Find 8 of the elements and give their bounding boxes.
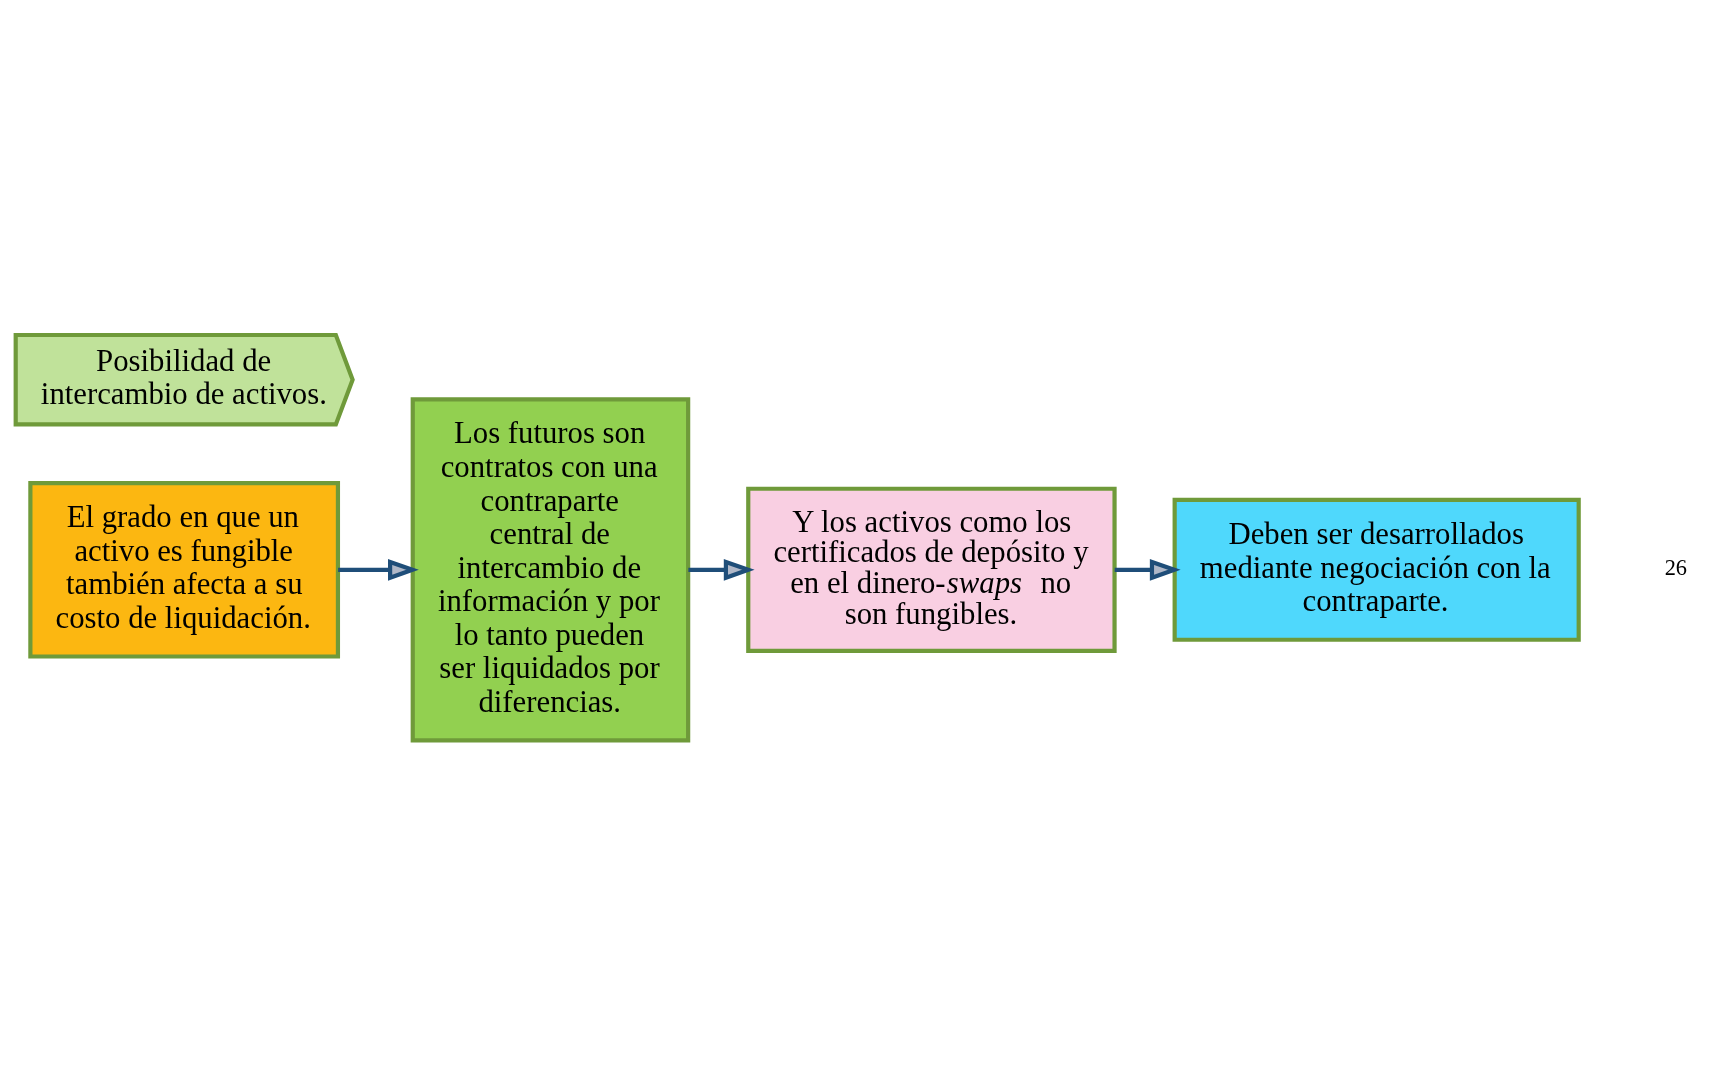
arrow xyxy=(687,558,755,581)
label: 26 xyxy=(1664,554,1687,580)
node-box: Y los activos como los certificados de depósito y en el dinero-swaps no son fungibles. xyxy=(745,486,1117,653)
node-box: Deben ser desarrollados mediante negociación con la contraparte. xyxy=(1172,497,1581,642)
node-box: Los futuros son contratos con una contraparte central de intercambio de información y por lo tanto pueden ser liquidados por diferencias. xyxy=(410,396,690,742)
node-box: El grado en que un activo es fungible también afecta a su costo de liquidación. xyxy=(27,480,340,659)
arrow xyxy=(337,558,419,581)
arrow xyxy=(1114,558,1181,581)
